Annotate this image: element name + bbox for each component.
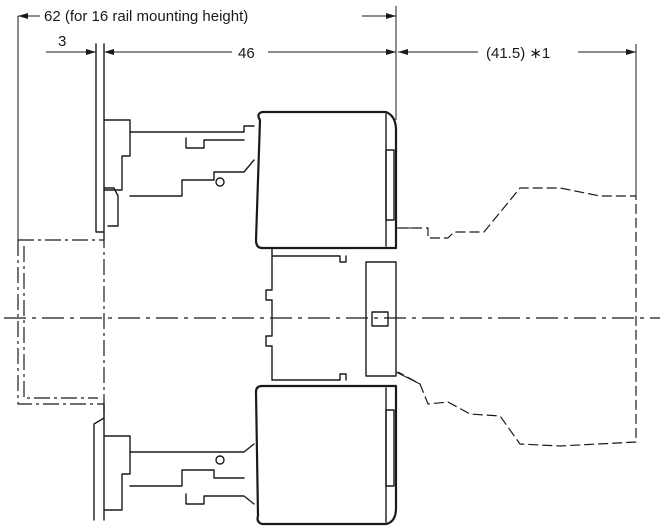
dimension-overall: 62 (for 16 rail mounting height) <box>17 6 397 240</box>
arrow-offset-right <box>104 49 114 55</box>
coupling-left-profile <box>265 255 273 381</box>
base-plate <box>95 43 105 233</box>
upper-terminal-tab <box>185 137 245 149</box>
relay-lower-tab <box>385 409 395 487</box>
upper-terminal-arm <box>129 125 255 133</box>
arrow-right <box>386 13 396 19</box>
din-rail-phantom <box>17 232 105 418</box>
lower-foot <box>93 417 105 521</box>
relay-case-lower <box>254 384 398 526</box>
coupling-key <box>371 311 389 327</box>
lower-latch <box>103 435 131 511</box>
arrow-body-right <box>386 49 396 55</box>
offset-dimension-label: 3 <box>58 33 66 50</box>
phantom-lead-bottom <box>395 371 421 385</box>
lower-terminal-arm <box>129 443 255 453</box>
arrow-offset-left <box>86 49 96 55</box>
socket-terminals <box>129 125 255 505</box>
mounting-base <box>93 43 131 521</box>
rail-outline-inner <box>23 246 98 399</box>
phantom-outline <box>397 187 637 447</box>
arrow-left <box>18 13 28 19</box>
coupling-bottom <box>271 373 347 381</box>
rail-top-edge <box>18 232 105 241</box>
lower-screw-arm <box>129 469 245 487</box>
center-coupling <box>265 247 397 381</box>
arrow-extension-right <box>626 49 636 55</box>
upper-latch <box>103 119 131 191</box>
relay-removed-phantom <box>395 187 637 447</box>
overall-dimension-label: 62 (for 16 rail mounting height) <box>44 8 248 25</box>
upper-screw-icon <box>215 177 225 187</box>
relay-upper-tab <box>385 149 395 221</box>
relay-body-upper <box>254 110 398 250</box>
lower-screw-icon <box>215 455 225 465</box>
upper-clip <box>103 187 119 227</box>
body-dimension-label: 46 <box>238 45 255 62</box>
dimension-body: 46 <box>114 45 396 62</box>
coupling-block <box>365 261 397 377</box>
dimension-extension: (41.5) ∗1 <box>398 44 637 200</box>
extension-dimension-label: (41.5) ∗1 <box>486 45 550 62</box>
relay-body-lower <box>254 384 398 526</box>
lower-terminal-tab <box>185 493 255 505</box>
rail-outline-outer <box>17 240 105 418</box>
coupling-top <box>271 247 347 263</box>
upper-screw-arm <box>129 159 255 197</box>
relay-case-upper <box>254 110 398 250</box>
